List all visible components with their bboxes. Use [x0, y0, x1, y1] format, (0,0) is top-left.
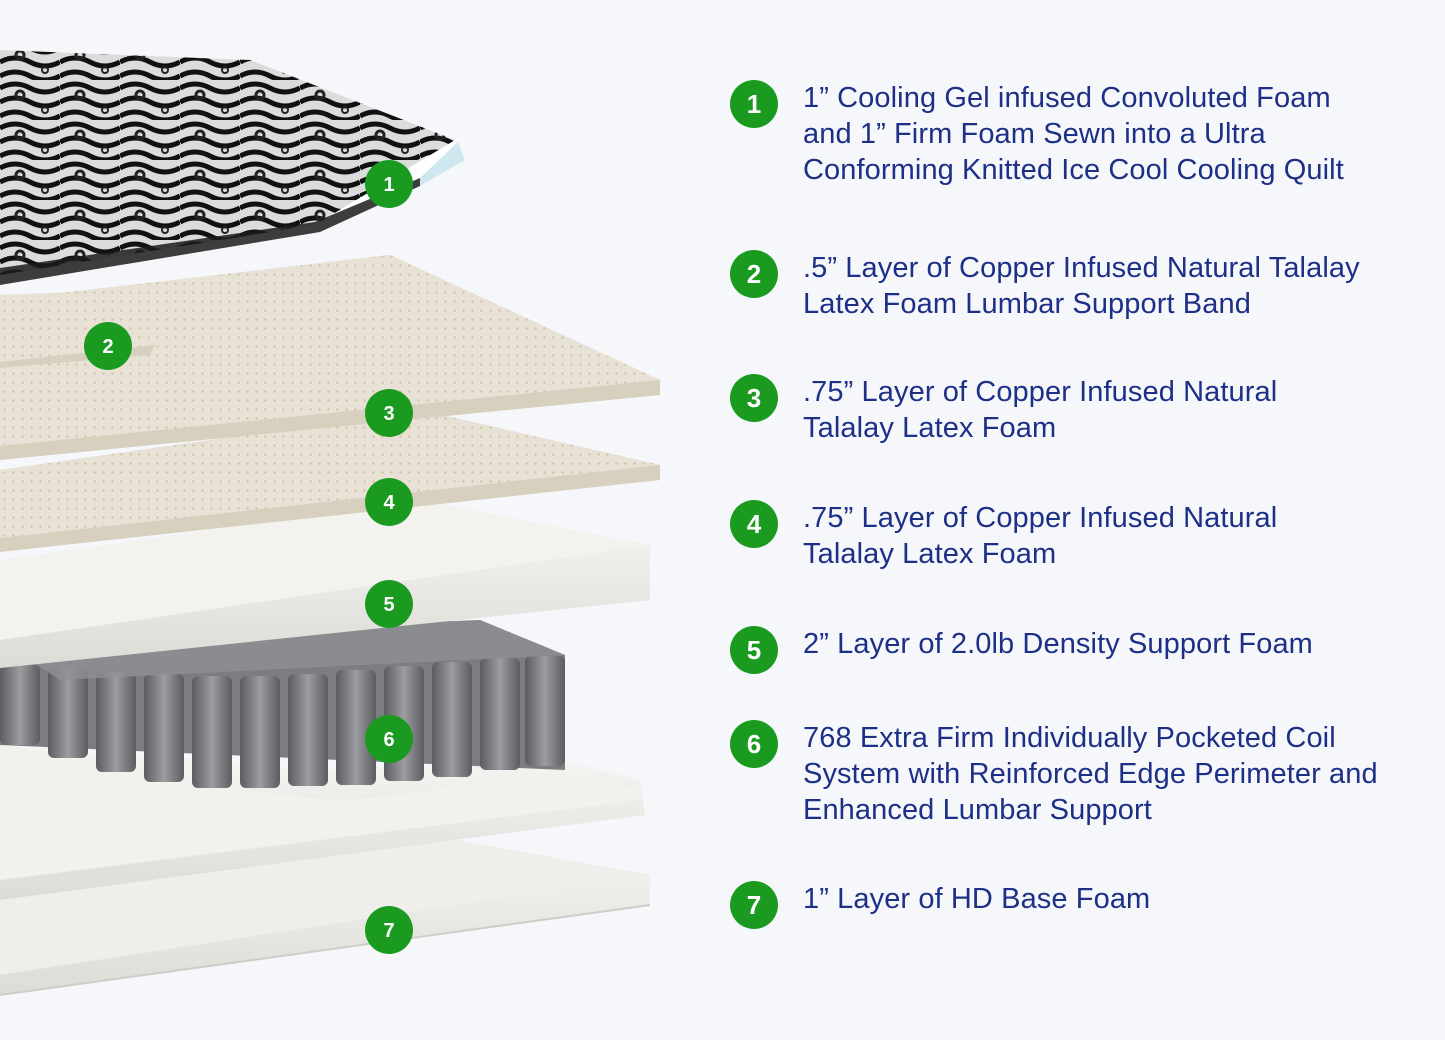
legend-description: .75” Layer of Copper Infused Natural Tal… — [803, 502, 1278, 570]
legend-description: .75” Layer of Copper Infused Natural Tal… — [803, 376, 1278, 444]
legend-number: 2 — [730, 250, 778, 298]
legend-item-5: 5 2” Layer of 2.0lb Density Support Foam — [730, 626, 1423, 674]
layer-1-quilted-top — [0, 50, 465, 285]
layer-legend: 1 1” Cooling Gel infused Convoluted Foam… — [730, 0, 1430, 1040]
svg-text:5: 5 — [383, 594, 394, 616]
svg-text:4: 4 — [383, 492, 395, 514]
layer-5-support-foam — [0, 500, 650, 668]
svg-text:3: 3 — [383, 403, 394, 425]
badge-1: 1 — [365, 160, 413, 208]
legend-item-2: 2 .5” Layer of Copper Infused Natural Ta… — [730, 250, 1423, 322]
legend-description: .5” Layer of Copper Infused Natural Tala… — [803, 252, 1360, 320]
badge-3: 3 — [365, 389, 413, 437]
mattress-layers-illustration: 1 2 3 4 5 6 7 — [0, 50, 660, 996]
badge-6: 6 — [365, 715, 413, 763]
legend-number: 7 — [730, 881, 778, 929]
layer-3-latex-foam — [0, 255, 660, 460]
legend-description: 1” Layer of HD Base Foam — [803, 883, 1151, 915]
legend-item-6: 6 768 Extra Firm Individually Pocketed C… — [730, 720, 1423, 828]
svg-text:1: 1 — [383, 174, 394, 196]
legend-number: 3 — [730, 374, 778, 422]
layer-4-latex-foam — [0, 410, 660, 552]
legend-item-3: 3 .75” Layer of Copper Infused Natural T… — [730, 374, 1423, 446]
legend-number: 6 — [730, 720, 778, 768]
legend-number: 1 — [730, 80, 778, 128]
svg-text:6: 6 — [383, 729, 394, 751]
badge-5: 5 — [365, 580, 413, 628]
legend-item-4: 4 .75” Layer of Copper Infused Natural T… — [730, 500, 1423, 572]
svg-text:7: 7 — [383, 920, 394, 942]
legend-item-7: 7 1” Layer of HD Base Foam — [730, 881, 1423, 929]
legend-description: 1” Cooling Gel infused Convoluted Foam a… — [803, 82, 1344, 186]
legend-description: 768 Extra Firm Individually Pocketed Coi… — [803, 722, 1378, 826]
legend-number: 5 — [730, 626, 778, 674]
coil-rows — [0, 656, 565, 788]
badge-7: 7 — [365, 906, 413, 954]
svg-text:2: 2 — [102, 336, 113, 358]
legend-number: 4 — [730, 500, 778, 548]
layer-6-coil-system — [0, 620, 645, 900]
legend-item-1: 1 1” Cooling Gel infused Convoluted Foam… — [730, 80, 1423, 188]
legend-description: 2” Layer of 2.0lb Density Support Foam — [803, 628, 1313, 660]
badge-2: 2 — [84, 322, 132, 370]
badge-4: 4 — [365, 478, 413, 526]
